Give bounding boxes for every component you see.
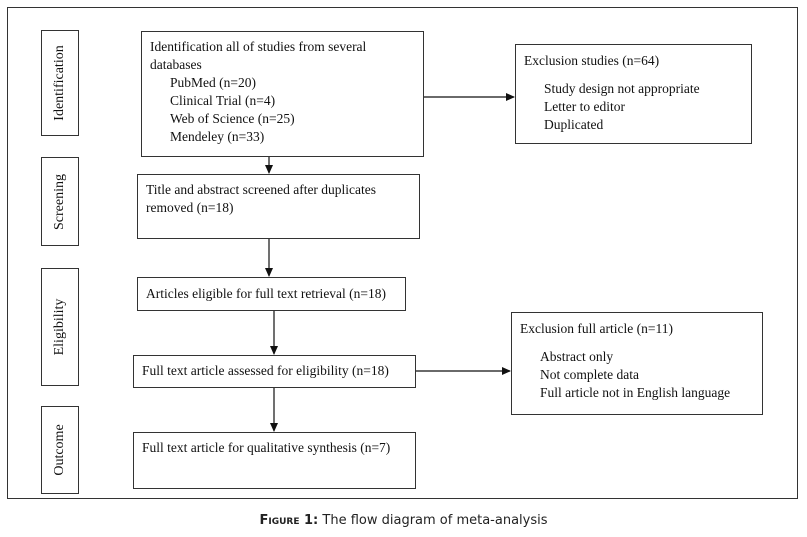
exclusion-reason: Duplicated (544, 117, 604, 132)
exclusion-full-title: Exclusion full article (n=11) (520, 321, 673, 336)
exclusion-reason: Full article not in English language (540, 385, 731, 400)
identification-box: Identification all of studies from sever… (141, 31, 424, 157)
exclusion-studies-title: Exclusion studies (n=64) (524, 53, 660, 68)
database-pubmed: PubMed (n=20) (170, 75, 256, 90)
eligible-box: Articles eligible for full text retrieva… (137, 277, 406, 311)
assessed-box: Full text article assessed for eligibili… (133, 355, 416, 388)
outcome-text: Full text article for qualitative synthe… (142, 440, 391, 455)
database-web-of-science: Web of Science (n=25) (170, 111, 295, 126)
stage-eligibility: Eligibility (41, 268, 79, 386)
exclusion-reason: Abstract only (540, 349, 614, 364)
outcome-box: Full text article for qualitative synthe… (133, 432, 416, 489)
screening-box: Title and abstract screened after duplic… (137, 174, 420, 239)
eligible-text: Articles eligible for full text retrieva… (146, 286, 387, 301)
database-mendeley: Mendeley (n=33) (170, 129, 265, 144)
exclusion-reason: Not complete data (540, 367, 639, 382)
exclusion-studies-box: Exclusion studies (n=64) Study design no… (515, 44, 752, 144)
identification-title: Identification all of studies from sever… (150, 39, 367, 72)
screening-text: Title and abstract screened after duplic… (146, 182, 377, 215)
exclusion-reason: Letter to editor (544, 99, 625, 114)
stage-identification: Identification (41, 30, 79, 136)
stage-outcome: Outcome (41, 406, 79, 494)
stage-screening: Screening (41, 157, 79, 246)
exclusion-reason: Study design not appropriate (544, 81, 700, 96)
exclusion-full-box: Exclusion full article (n=11) Abstract o… (511, 312, 763, 415)
figure-caption-text: The flow diagram of meta-analysis (322, 513, 548, 528)
figure-caption: Figure 1: The flow diagram of meta-analy… (0, 513, 807, 528)
figure-caption-label: Figure 1: (259, 513, 319, 528)
database-clinical-trial: Clinical Trial (n=4) (170, 93, 276, 108)
assessed-text: Full text article assessed for eligibili… (142, 363, 389, 378)
figure-frame (7, 7, 798, 499)
